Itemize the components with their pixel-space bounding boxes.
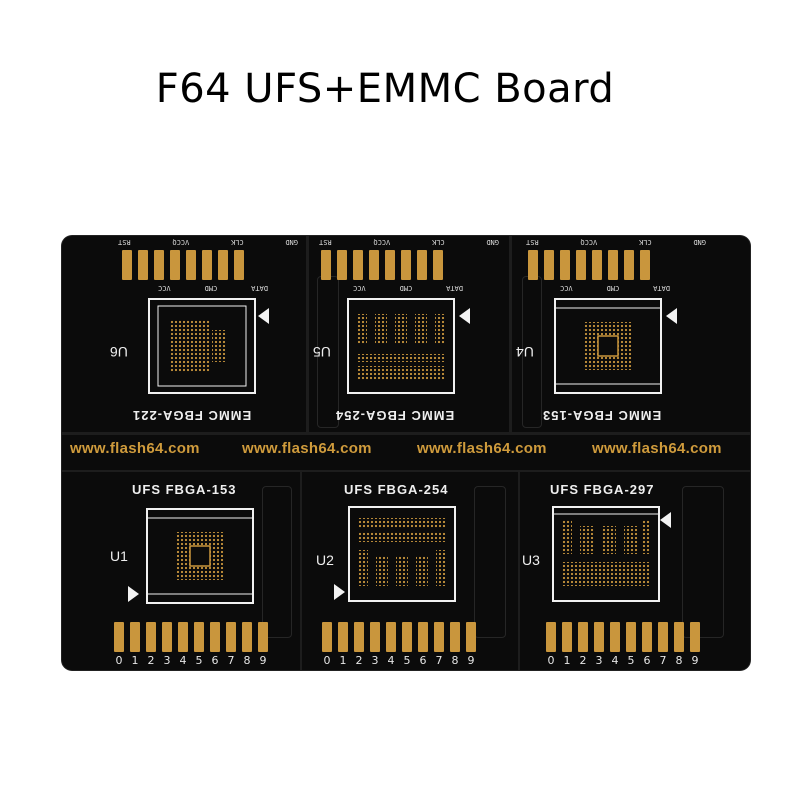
- website-url: www.flash64.com: [592, 440, 722, 457]
- pin1-marker-icon: [459, 308, 470, 324]
- socket-ref-label: U6: [110, 344, 128, 360]
- ufs-pads: [546, 622, 700, 652]
- bga-footprint: [347, 298, 455, 394]
- bga-footprint: [148, 298, 256, 394]
- bga-footprint: [552, 506, 660, 602]
- socket-package-label: UFS FBGA-297: [550, 482, 655, 497]
- ball-grid: [554, 513, 658, 586]
- website-url: www.flash64.com: [70, 440, 200, 457]
- bga-footprint: [146, 508, 254, 604]
- board-divider: [518, 472, 520, 670]
- board-divider: [62, 470, 750, 472]
- pin1-marker-icon: [334, 584, 345, 600]
- emmc-pin-labels-top: GND CLK VCCQ RST: [118, 238, 298, 246]
- emmc-pin-labels-bottom: DATA CMD VCC: [560, 284, 670, 292]
- emmc-socket-u5: GND CLK VCCQ RST DATA CMD VCC: [309, 236, 509, 432]
- socket-package-label: EMMC FBGA-153: [542, 408, 662, 423]
- socket-ref-label: U4: [516, 344, 534, 360]
- emmc-pin-labels-top: GND CLK VCCQ RST: [526, 238, 706, 246]
- socket-ref-label: U1: [110, 548, 128, 564]
- socket-package-label: UFS FBGA-153: [132, 482, 237, 497]
- emmc-socket-u4: GND CLK VCCQ RST DATA CMD VCC U4: [512, 236, 750, 432]
- ball-grid: [157, 305, 247, 387]
- emmc-socket-u6: GND CLK VCCQ RST DATA CMD VCC: [62, 236, 306, 432]
- page-title: F64 UFS+EMMC Board: [155, 66, 615, 112]
- pcb-board: GND CLK VCCQ RST DATA CMD VCC: [62, 236, 750, 670]
- ball-grid: [148, 517, 252, 595]
- ufs-pads: [114, 622, 268, 652]
- bga-footprint: [554, 298, 662, 394]
- emmc-pin-labels-bottom: DATA CMD VCC: [158, 284, 268, 292]
- pcb-trace: [262, 486, 292, 638]
- emmc-pads: [122, 250, 244, 280]
- pin1-marker-icon: [128, 586, 139, 602]
- board-divider: [62, 432, 750, 435]
- socket-package-label: EMMC FBGA-254: [335, 408, 455, 423]
- ball-grid: [556, 307, 660, 385]
- ball-grid: [357, 314, 445, 380]
- pcb-trace: [474, 486, 506, 638]
- board-divider: [509, 236, 512, 432]
- socket-package-label: EMMC FBGA-221: [132, 408, 252, 423]
- socket-package-label: UFS FBGA-254: [344, 482, 449, 497]
- socket-ref-label: U5: [313, 344, 331, 360]
- website-url: www.flash64.com: [417, 440, 547, 457]
- website-url: www.flash64.com: [242, 440, 372, 457]
- pin1-marker-icon: [660, 512, 671, 528]
- emmc-pads: [528, 250, 650, 280]
- ball-grid: [358, 518, 446, 586]
- emmc-pin-labels-bottom: DATA CMD VCC: [353, 284, 463, 292]
- pin1-marker-icon: [666, 308, 677, 324]
- pin1-marker-icon: [258, 308, 269, 324]
- ufs-pads: [322, 622, 476, 652]
- bga-footprint: [348, 506, 456, 602]
- pcb-trace: [682, 486, 724, 638]
- emmc-pin-labels-top: GND CLK VCCQ RST: [319, 238, 499, 246]
- board-divider: [300, 472, 302, 670]
- socket-ref-label: U2: [316, 552, 334, 568]
- socket-ref-label: U3: [522, 552, 540, 568]
- board-divider: [306, 236, 309, 432]
- emmc-pads: [321, 250, 443, 280]
